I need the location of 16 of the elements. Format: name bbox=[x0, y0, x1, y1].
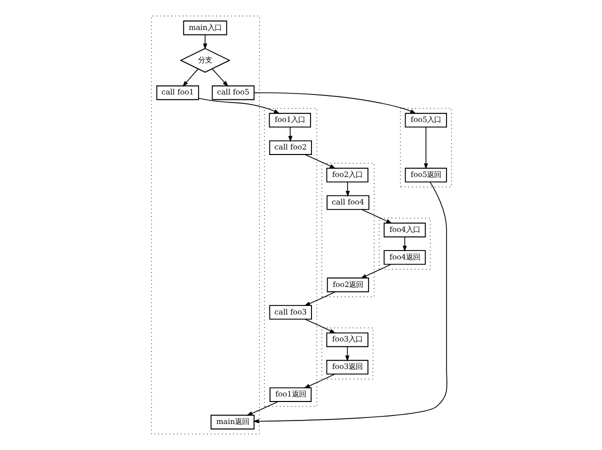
arrow bbox=[253, 92, 416, 114]
arrow bbox=[202, 34, 207, 50]
arrow bbox=[360, 209, 392, 224]
arrow bbox=[345, 182, 350, 197]
arrow bbox=[360, 264, 391, 278]
arrow bbox=[423, 126, 428, 170]
arrow bbox=[246, 401, 278, 416]
arrow bbox=[198, 98, 280, 114]
arrow bbox=[304, 154, 336, 169]
arrow bbox=[182, 68, 198, 87]
arrow bbox=[211, 68, 228, 87]
arrow bbox=[303, 374, 335, 388]
arrow bbox=[304, 318, 336, 334]
arrow bbox=[344, 346, 349, 362]
arrow bbox=[252, 182, 447, 424]
arrow bbox=[304, 291, 336, 306]
